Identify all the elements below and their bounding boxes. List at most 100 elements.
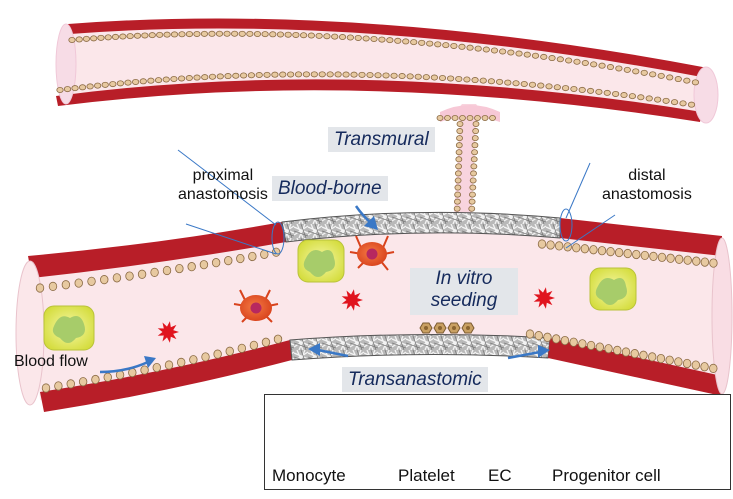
endothelial-cell: [674, 357, 683, 367]
endothelial-cell: [141, 32, 149, 39]
endothelial-cell: [565, 57, 573, 64]
endothelial-cell: [523, 51, 531, 58]
endothelial-cell: [470, 156, 478, 163]
endothelial-cell: [455, 149, 463, 156]
endothelial-cell: [48, 281, 58, 291]
endothelial-cell: [613, 345, 622, 355]
endothelial-cell: [471, 142, 479, 149]
endothelial-cell: [104, 34, 112, 41]
endothelial-cell: [674, 76, 682, 83]
endothelial-cell: [454, 177, 462, 184]
endothelial-cell: [580, 244, 590, 254]
endothelial-cell: [294, 71, 303, 78]
endothelial-cell: [271, 71, 279, 78]
endothelial-cell: [382, 72, 390, 79]
endothelial-cell: [556, 56, 564, 63]
endothelial-cell: [665, 355, 674, 365]
endothelial-cell: [111, 33, 120, 40]
endothelial-cell: [162, 76, 170, 83]
endothelial-cell: [466, 115, 474, 122]
endothelial-cell: [683, 255, 692, 265]
endothelial-cell: [451, 115, 459, 122]
endothelial-cell: [657, 72, 665, 79]
endothelial-cell: [71, 85, 79, 92]
distal-line-1: distal: [628, 167, 666, 184]
blood-flow-label: Blood flow: [14, 353, 88, 370]
endothelial-cell: [178, 75, 186, 82]
endothelial-cell: [410, 39, 418, 46]
progenitor-cell: [233, 289, 279, 323]
endothelial-cell: [628, 93, 637, 100]
platelet: [533, 287, 555, 309]
endothelial-cell: [201, 352, 210, 362]
endothelial-cell: [237, 343, 247, 353]
endothelial-cell: [164, 360, 174, 370]
endothelial-cell: [185, 75, 193, 82]
endothelial-cell: [154, 77, 163, 84]
endothelial-cell: [595, 88, 603, 95]
endothelial-cell: [545, 83, 553, 90]
endothelial-cell: [632, 249, 641, 260]
endothelial-cell: [551, 334, 561, 344]
endothelial-cell: [137, 269, 147, 279]
endothelial-cell: [471, 77, 479, 84]
endothelial-cell: [691, 360, 701, 370]
endothelial-cell: [612, 90, 620, 97]
endothelial-cell: [323, 33, 331, 40]
endothelial-cell: [284, 31, 292, 38]
endothelial-cell: [620, 92, 628, 99]
endothelial-cell: [683, 77, 691, 84]
endothelial-cell: [456, 135, 463, 142]
endothelial-cell: [640, 69, 648, 76]
endothelial-cell: [279, 71, 287, 78]
endothelial-cell: [406, 73, 414, 80]
endothelial-cell: [586, 340, 596, 351]
endothelial-cell: [100, 275, 109, 285]
endothelial-cell: [418, 39, 426, 46]
legend-progenitor-label: Progenitor cell: [552, 466, 661, 485]
endothelial-cell: [109, 81, 117, 88]
endothelial-cell: [589, 245, 598, 255]
endothelial-cell: [459, 115, 466, 122]
endothelial-cell: [447, 75, 455, 82]
endothelial-cell: [112, 273, 122, 283]
endothelial-cell: [692, 256, 701, 266]
endothelial-cell: [350, 71, 358, 78]
endothelial-cell: [302, 71, 310, 78]
endothelial-cell: [56, 87, 64, 94]
endothelial-cell: [537, 239, 547, 249]
endothelial-cell: [453, 205, 461, 212]
endothelial-cell: [139, 78, 147, 85]
endothelial-cell: [630, 349, 639, 359]
endothelial-cell: [531, 52, 540, 59]
endothelial-cell: [468, 205, 476, 212]
endothelial-cell: [590, 61, 598, 68]
endothelial-cell: [654, 96, 662, 103]
endothelial-cell: [482, 46, 490, 53]
endothelial-cell: [148, 32, 156, 39]
endothelial-cell: [569, 337, 578, 347]
endothelial-cell: [466, 44, 474, 51]
endothelial-cell: [561, 85, 570, 92]
endothelial-cell: [185, 31, 194, 38]
endothelial-cell: [152, 362, 161, 373]
endothelial-cell: [489, 115, 496, 122]
endothelial-cell: [342, 71, 350, 78]
endothelial-cell: [189, 355, 198, 365]
endothelial-cell: [178, 31, 186, 38]
endothelial-cell: [436, 115, 444, 122]
endothelial-cell: [315, 32, 323, 39]
endothelial-cell: [86, 83, 94, 90]
endothelial-cell: [82, 35, 91, 42]
endothelial-cell: [472, 121, 480, 128]
progenitor-cell: [349, 235, 395, 271]
endothelial-cell: [586, 87, 595, 94]
endothelial-cell: [490, 47, 499, 54]
endothelial-cell: [438, 74, 447, 81]
endothelial-cell: [35, 283, 45, 293]
endothelial-cell: [450, 42, 458, 49]
endothelial-cell: [124, 79, 132, 86]
endothelial-cell: [455, 156, 463, 163]
endothelial-cell: [310, 71, 318, 78]
transmural-capillary: [436, 104, 500, 244]
